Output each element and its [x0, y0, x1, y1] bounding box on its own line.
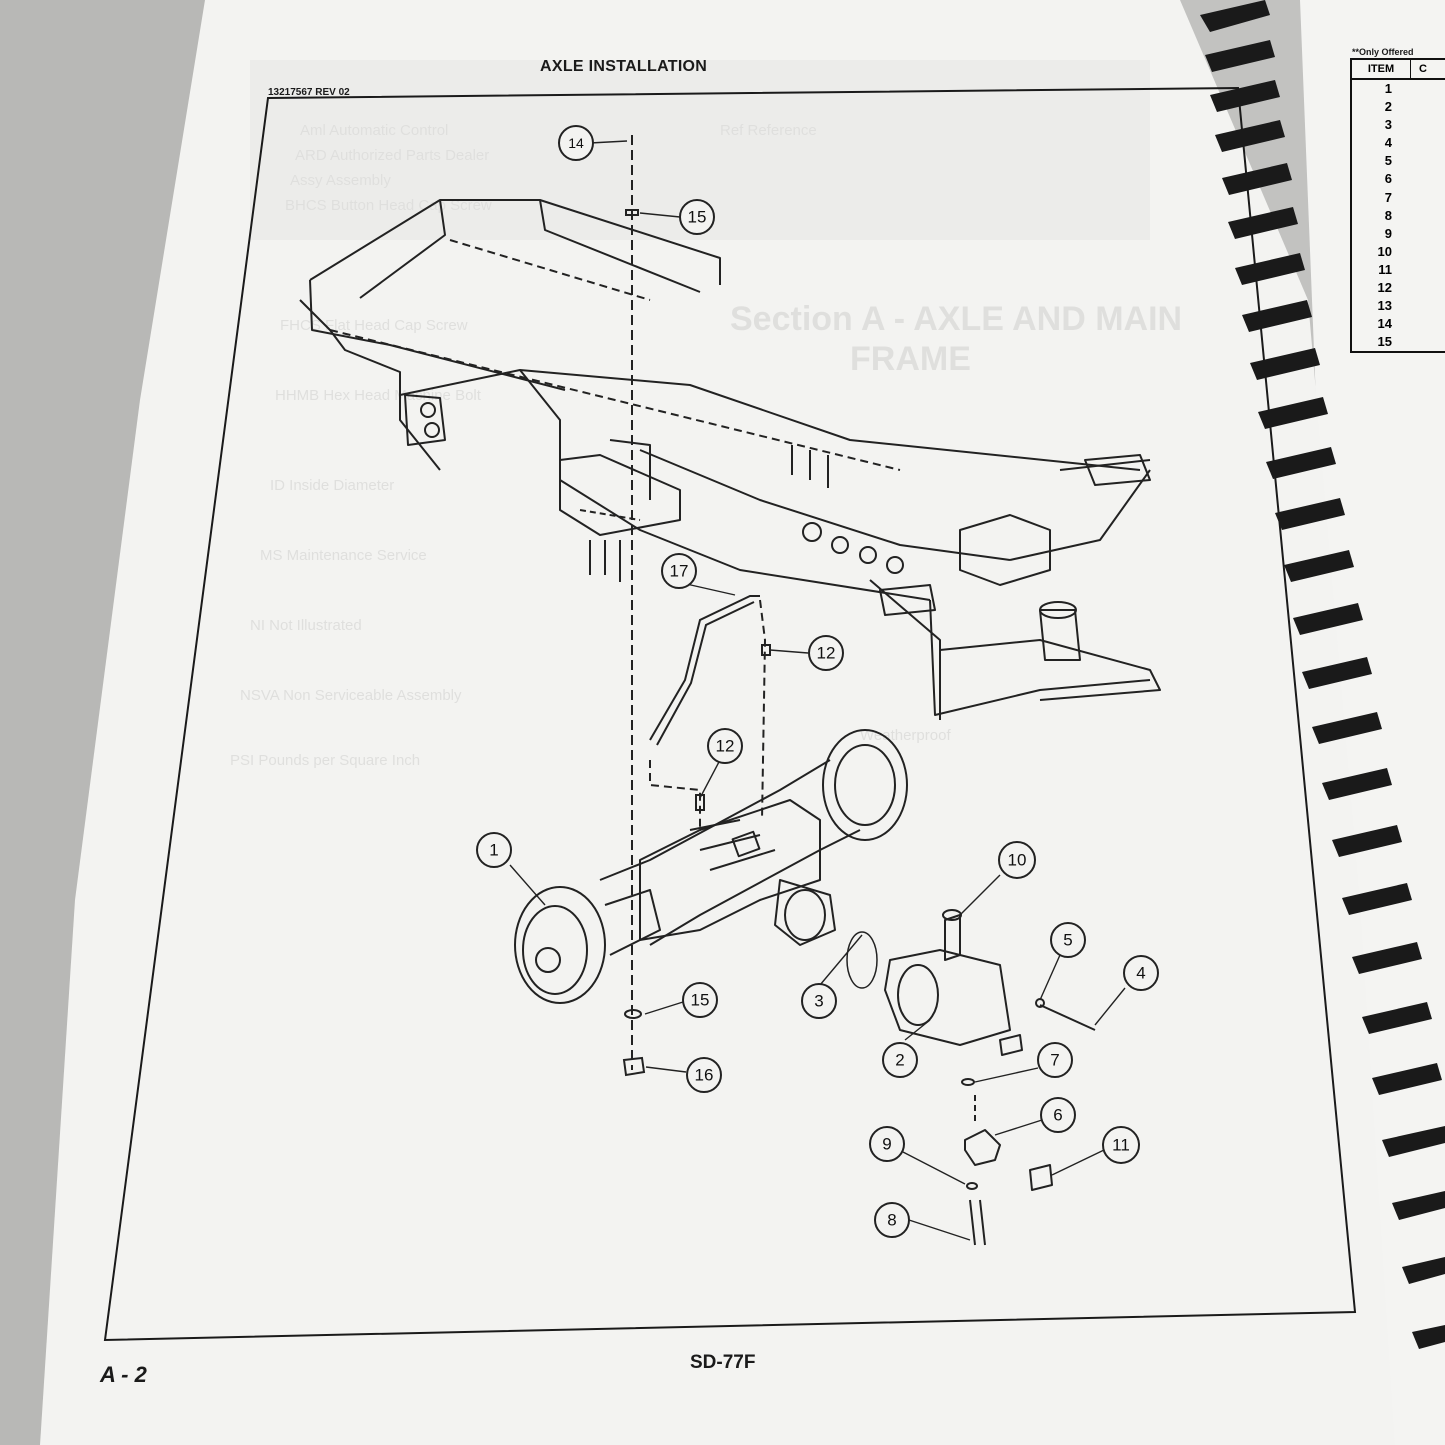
callout-11: 11 [1112, 1136, 1130, 1155]
item-number: 6 [1384, 171, 1392, 187]
table-row: 3 [1352, 116, 1445, 134]
item-column-header: ITEM [1352, 60, 1411, 78]
item-number: 5 [1384, 153, 1392, 169]
callout-10: 10 [1008, 851, 1027, 870]
table-row: 1 [1352, 80, 1445, 98]
svg-text:HHMB Hex Head Machine Bolt: HHMB Hex Head Machine Bolt [275, 387, 482, 404]
callout-15-lower: 15 [691, 991, 710, 1010]
callout-2: 2 [895, 1051, 904, 1070]
table-row: 12 [1352, 279, 1445, 297]
item-number: 8 [1384, 207, 1392, 223]
svg-text:ID Inside Diameter: ID Inside Diameter [270, 477, 394, 494]
motor-drawing [846, 909, 1096, 1246]
parts-table: ITEM C 1 2 3 4 5 6 7 8 9 10 11 12 13 14 … [1350, 58, 1445, 354]
callout-7: 7 [1050, 1051, 1059, 1070]
item-number: 13 [1377, 298, 1392, 314]
item-number: 3 [1384, 117, 1392, 133]
parts-table-header: ITEM C [1352, 60, 1445, 80]
callout-12-lower: 12 [716, 737, 735, 756]
callout-9: 9 [882, 1135, 891, 1154]
model-number: SD-77F [690, 1352, 756, 1373]
item-number: 15 [1377, 334, 1392, 350]
table-row: 10 [1352, 243, 1445, 261]
spiral-binding [1200, 0, 1445, 1349]
table-row: 5 [1352, 152, 1445, 170]
callout-4: 4 [1136, 964, 1145, 983]
table-row: 9 [1352, 225, 1445, 243]
svg-text:Aml Automatic Control: Aml Automatic Control [300, 122, 448, 139]
drawing-border [103, 86, 1357, 1342]
axle-drawing [514, 729, 908, 1004]
callout-8: 8 [887, 1211, 896, 1230]
svg-text:PSI Pounds per Square Inch: PSI Pounds per Square Inch [230, 752, 420, 769]
callout-17: 17 [670, 562, 689, 581]
table-row: 2 [1352, 98, 1445, 116]
callout-1: 1 [489, 841, 498, 860]
page-title: AXLE INSTALLATION [540, 58, 708, 75]
svg-text:FRAME: FRAME [850, 340, 971, 378]
svg-text:NI Not Illustrated: NI Not Illustrated [250, 617, 362, 634]
table-row: 15 [1352, 333, 1445, 351]
callout-12: 12 [817, 644, 836, 663]
svg-text:ARD Authorized Parts Dealer: ARD Authorized Parts Dealer [295, 147, 489, 164]
item-number: 1 [1384, 81, 1392, 96]
callout-5: 5 [1063, 931, 1072, 950]
table-row: 4 [1352, 134, 1445, 152]
parts-table-note: **Only Offered [1352, 47, 1414, 57]
callout-15: 15 [688, 208, 707, 227]
item-number: 11 [1378, 261, 1392, 277]
table-row: 13 [1352, 297, 1445, 315]
manual-page [40, 0, 1395, 1445]
svg-text:Ref Reference: Ref Reference [720, 122, 817, 139]
callout-14: 14 [568, 135, 584, 151]
table-row: 14 [1352, 315, 1445, 333]
document-number: 13217567 REV 02 [268, 87, 350, 98]
svg-text:MS Maintenance Service: MS Maintenance Service [260, 547, 427, 564]
table-row: 6 [1352, 170, 1445, 188]
item-number: 9 [1384, 225, 1392, 241]
item-number: 2 [1384, 99, 1392, 115]
item-number: 14 [1377, 316, 1392, 332]
callout-6: 6 [1053, 1106, 1062, 1125]
callout-3: 3 [814, 992, 823, 1011]
svg-text:NSVA Non Serviceable Assembl: NSVA Non Serviceable Assembly [240, 687, 462, 704]
table-row: 11 [1352, 261, 1445, 279]
second-column-header: C [1419, 63, 1427, 75]
main-frame-drawing [299, 199, 1161, 720]
item-number: 4 [1384, 135, 1392, 151]
table-row: 7 [1352, 189, 1445, 207]
page-number: A - 2 [100, 1362, 147, 1387]
table-row: 8 [1352, 207, 1445, 225]
svg-text:Weatherproof: Weatherproof [860, 727, 951, 744]
item-number: 10 [1377, 243, 1392, 259]
svg-text:Section A - AXLE AND MAIN: Section A - AXLE AND MAIN [730, 300, 1182, 338]
svg-text:FHCS Flat Head Cap Screw: FHCS Flat Head Cap Screw [280, 317, 468, 334]
callout-circles [476, 125, 1159, 1238]
callout-16: 16 [695, 1066, 714, 1085]
svg-text:Assy Assembly: Assy Assembly [290, 172, 391, 189]
item-number: 7 [1384, 189, 1392, 205]
item-number: 12 [1377, 280, 1392, 296]
leader-lines [509, 140, 1126, 1241]
